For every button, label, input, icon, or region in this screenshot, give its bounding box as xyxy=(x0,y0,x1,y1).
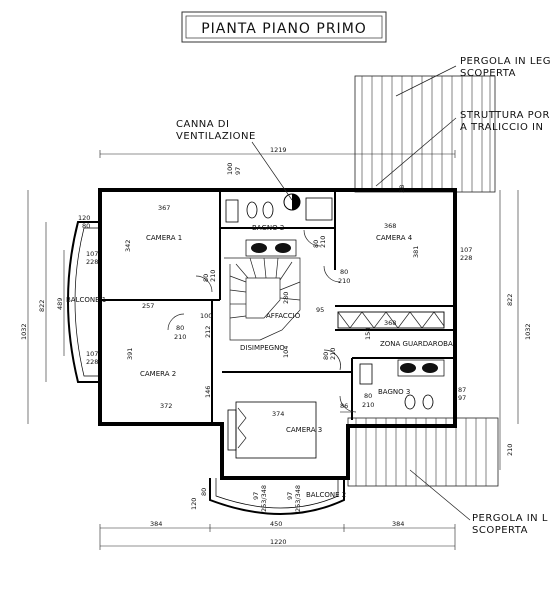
dim-95: 95 xyxy=(316,306,324,314)
dim-97-b3: 97 xyxy=(458,394,466,402)
dim-212: 212 xyxy=(204,326,212,338)
door-c-80: 80 xyxy=(340,268,348,276)
note-canna-1: CANNA DI xyxy=(176,119,229,130)
door-d-210: 210 xyxy=(174,333,186,341)
door-a-210: 210 xyxy=(209,270,217,282)
title-box xyxy=(181,11,387,43)
dim-381: 381 xyxy=(412,246,420,258)
dim-100-b2: 100 xyxy=(226,163,234,175)
dim-97-a: 97 xyxy=(252,492,260,500)
room-camera-3: CAMERA 3 xyxy=(286,426,322,434)
dim-80-top: 80 xyxy=(82,222,90,230)
dim-372: 372 xyxy=(160,402,172,410)
dim-384-right: 384 xyxy=(392,520,404,528)
dim-80-bottom: 80 xyxy=(200,488,208,496)
room-balcone-1: BALCONE 1 xyxy=(66,296,106,304)
balcone-2 xyxy=(209,478,345,515)
dim-1032-left: 1032 xyxy=(20,323,28,340)
dim-228-b: 228 xyxy=(86,358,98,366)
dim-822-right: 822 xyxy=(506,294,514,306)
dim-450: 450 xyxy=(270,520,282,528)
bed-camera-3 xyxy=(227,401,317,459)
dim-158: 158 xyxy=(364,328,372,340)
note-canna-2: VENTILAZIONE xyxy=(176,131,256,142)
dim-107-a: 107 xyxy=(86,250,98,258)
door-e-210: 210 xyxy=(329,348,337,360)
leader-lines xyxy=(251,65,471,521)
dim-367: 367 xyxy=(158,204,170,212)
title-box-inner xyxy=(185,15,383,39)
door-f-80: 80 xyxy=(364,392,372,400)
pergola-bottom xyxy=(347,417,499,487)
dim-374: 374 xyxy=(272,410,284,418)
dim-97-b: 97 xyxy=(286,492,294,500)
dim-253-348-a: 253/348 xyxy=(260,485,268,512)
pergola-top xyxy=(354,75,496,193)
door-d-80: 80 xyxy=(176,324,184,332)
dim-822-left: 822 xyxy=(38,300,46,312)
door-swings xyxy=(167,229,357,413)
dimension-lines xyxy=(27,150,519,550)
dim-1220: 1220 xyxy=(270,538,287,546)
door-f-210: 210 xyxy=(362,401,374,409)
dim-87: 87 xyxy=(458,386,466,394)
room-affaccio: AFFACCIO xyxy=(266,312,301,320)
room-bagno-2: BAGNO 2 xyxy=(252,224,284,232)
dim-391: 391 xyxy=(126,348,134,360)
dim-368b: 368 xyxy=(384,319,396,327)
dim-120-top: 120 xyxy=(78,214,90,222)
room-camera-2: CAMERA 2 xyxy=(140,370,176,378)
dim-1032-right: 1032 xyxy=(524,323,532,340)
room-camera-4: CAMERA 4 xyxy=(376,234,413,242)
room-bagno-3: BAGNO 3 xyxy=(378,388,410,396)
zona-guardaroba xyxy=(337,311,445,329)
bagno-2-fixtures xyxy=(225,193,333,257)
dim-120-bottom: 120 xyxy=(190,498,198,510)
staircase xyxy=(224,257,301,341)
dim-107-b: 107 xyxy=(86,350,98,358)
dim-146: 146 xyxy=(204,386,212,398)
dim-489: 489 xyxy=(56,298,64,310)
door-b-80: 80 xyxy=(312,240,320,248)
note-pergola-bottom-1: PERGOLA IN L xyxy=(472,513,548,524)
dim-107-c: 107 xyxy=(460,246,472,254)
plan-title: PIANTA PIANO PRIMO xyxy=(201,21,367,37)
dim-384-left: 384 xyxy=(150,520,162,528)
balcone-1 xyxy=(67,221,100,383)
dim-210: 210 xyxy=(506,444,514,456)
dim-228-a: 228 xyxy=(86,258,98,266)
dim-104: 104 xyxy=(282,346,290,358)
dim-280: 280 xyxy=(282,292,290,304)
note-pergola-bottom-2: SCOPERTA xyxy=(472,525,528,536)
dim-257: 257 xyxy=(142,302,154,310)
door-c-210: 210 xyxy=(338,277,350,285)
dim-228-c: 228 xyxy=(460,254,472,262)
dim-253-348-b: 253/348 xyxy=(294,485,302,512)
room-balcone-2: BALCONE 2 xyxy=(306,491,346,499)
note-struttura-2: A TRALICCIO IN xyxy=(460,122,543,133)
note-pergola-top-1: PERGOLA IN LEG xyxy=(460,56,550,67)
door-e-80: 80 xyxy=(322,352,330,360)
dim-1219: 1219 xyxy=(270,146,287,154)
door-b-210: 210 xyxy=(319,236,327,248)
dim-97-b2: 97 xyxy=(234,167,242,175)
dim-368: 368 xyxy=(384,222,396,230)
room-zona-guardaroba: ZONA GUARDAROBA xyxy=(380,340,453,348)
dim-38: 38 xyxy=(398,185,406,193)
exterior-wall xyxy=(98,188,457,480)
dim-342: 342 xyxy=(124,240,132,252)
dim-100: 100 xyxy=(200,312,212,320)
dim-86: 86 xyxy=(340,402,348,410)
room-disimpegno: DISIMPEGNO xyxy=(240,344,285,352)
note-struttura-1: STRUTTURA POR xyxy=(460,110,550,121)
interior-walls xyxy=(100,190,455,424)
room-camera-1: CAMERA 1 xyxy=(146,234,182,242)
door-a-80: 80 xyxy=(202,274,210,282)
note-pergola-top-2: SCOPERTA xyxy=(460,68,516,79)
bagno-3-fixtures xyxy=(359,359,445,410)
